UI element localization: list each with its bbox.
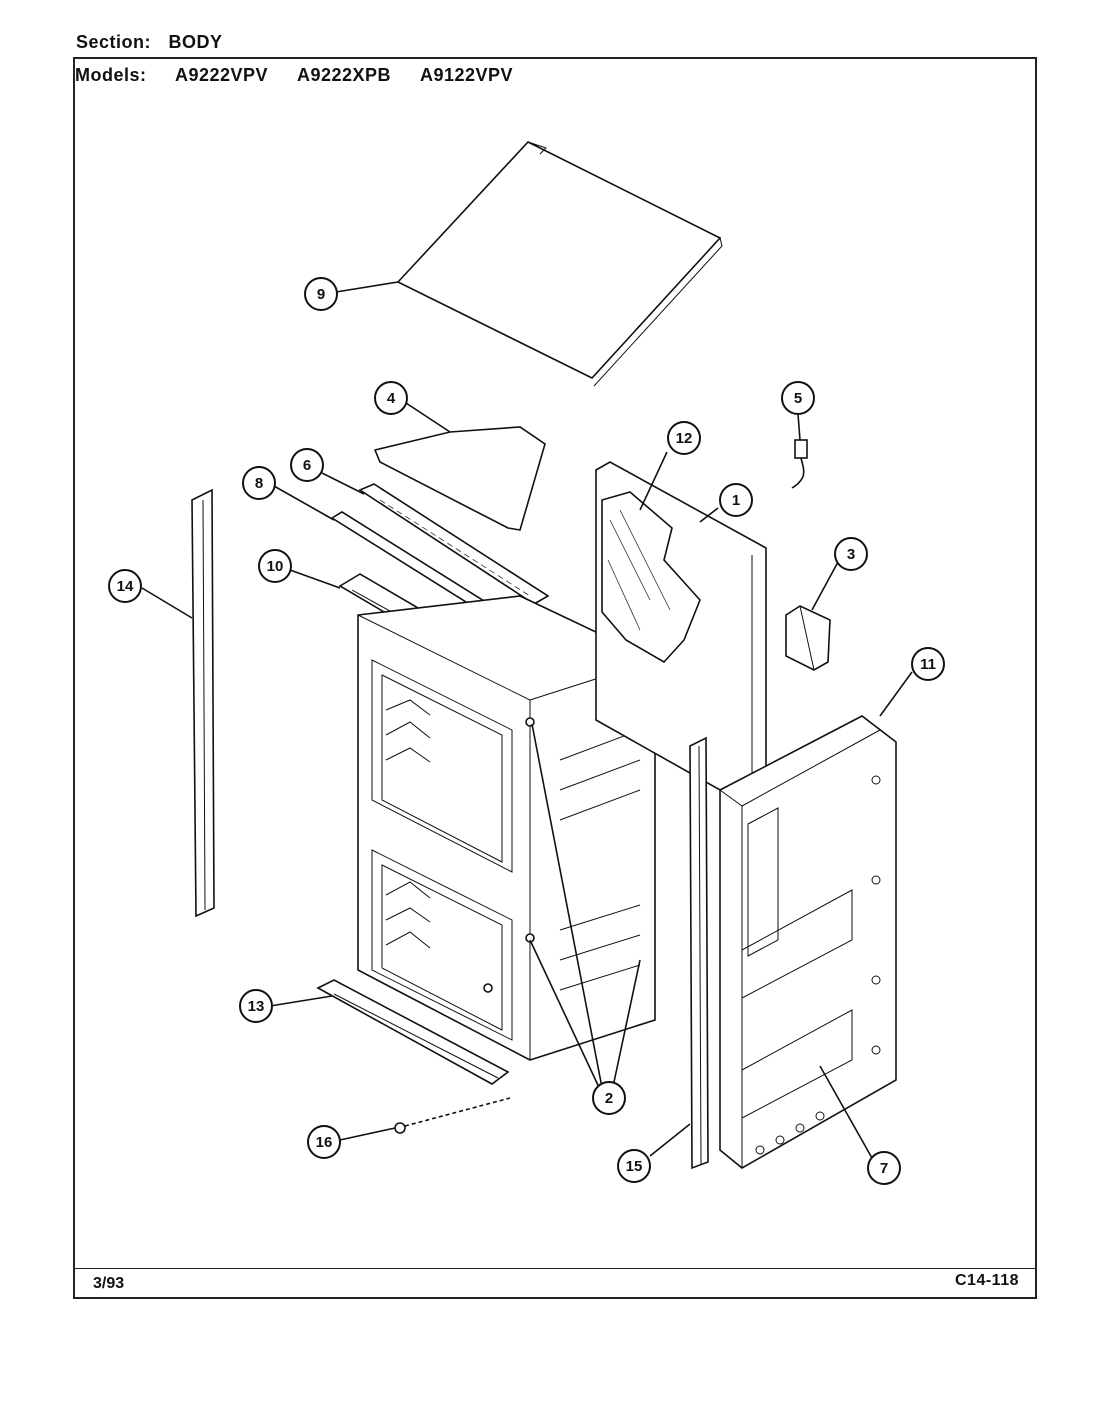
svg-text:13: 13: [248, 998, 265, 1015]
footer-code: C14-118: [955, 1272, 1019, 1289]
callout-9: 9: [304, 277, 338, 311]
section-heading: Section: BODY: [76, 32, 223, 53]
callout-16: 16: [307, 1125, 341, 1159]
svg-text:11: 11: [920, 656, 936, 673]
footer-date: 3/93: [93, 1275, 125, 1292]
svg-text:7: 7: [880, 1160, 888, 1177]
model-3: A9122VPV: [420, 65, 514, 85]
callout-10: 10: [258, 549, 292, 583]
callout-8: 8: [242, 466, 276, 500]
part-control-panel: [719, 715, 897, 1169]
model-2: A9222XPB: [297, 65, 392, 85]
svg-text:15: 15: [626, 1158, 643, 1175]
part-power-cord: [791, 439, 808, 489]
svg-text:14: 14: [117, 578, 134, 595]
diagram-frame: Models: A9222VPV A9222XPB A9122VPV 3/93 …: [73, 57, 1037, 1299]
part-left-trim: [191, 488, 215, 918]
callout-12: 12: [667, 421, 701, 455]
footer-divider: [75, 1268, 1035, 1269]
svg-text:4: 4: [387, 390, 396, 407]
part-bottom-trim: [316, 979, 510, 1085]
models-label: Models:: [75, 65, 147, 85]
svg-text:1: 1: [732, 492, 740, 509]
callout-6: 6: [290, 448, 324, 482]
svg-text:5: 5: [794, 390, 802, 407]
svg-text:12: 12: [676, 430, 693, 447]
callout-11: 11: [911, 647, 945, 681]
callout-13: 13: [239, 989, 273, 1023]
callout-1: 1: [719, 483, 753, 517]
part-deflector: [373, 426, 546, 531]
part-vent-trim: [358, 483, 550, 605]
callout-14: 14: [108, 569, 142, 603]
section-label: Section:: [76, 32, 152, 52]
part-terminal-block: [785, 605, 831, 671]
svg-text:16: 16: [316, 1134, 333, 1151]
svg-text:10: 10: [267, 558, 284, 575]
svg-text:9: 9: [317, 286, 325, 303]
callout-15: 15: [617, 1149, 651, 1183]
part-top-panel: [396, 141, 723, 387]
callout-3: 3: [834, 537, 868, 571]
part-screw: [394, 1097, 511, 1134]
models-row: Models: A9222VPV A9222XPB A9122VPV: [75, 59, 1035, 89]
part-right-trim: [689, 736, 709, 1170]
svg-text:3: 3: [847, 546, 855, 563]
callout-7: 7: [867, 1151, 901, 1185]
callout-4: 4: [374, 381, 408, 415]
callout-2: 2: [592, 1081, 626, 1115]
section-value: BODY: [168, 32, 223, 52]
model-1: A9222VPV: [175, 65, 269, 85]
part-insulation: [601, 491, 701, 664]
leader-lines: [141, 281, 913, 1159]
callout-5: 5: [781, 381, 815, 415]
svg-text:6: 6: [303, 457, 311, 474]
svg-text:8: 8: [255, 475, 263, 492]
part-body-screws: [483, 717, 535, 993]
svg-text:2: 2: [605, 1090, 613, 1107]
